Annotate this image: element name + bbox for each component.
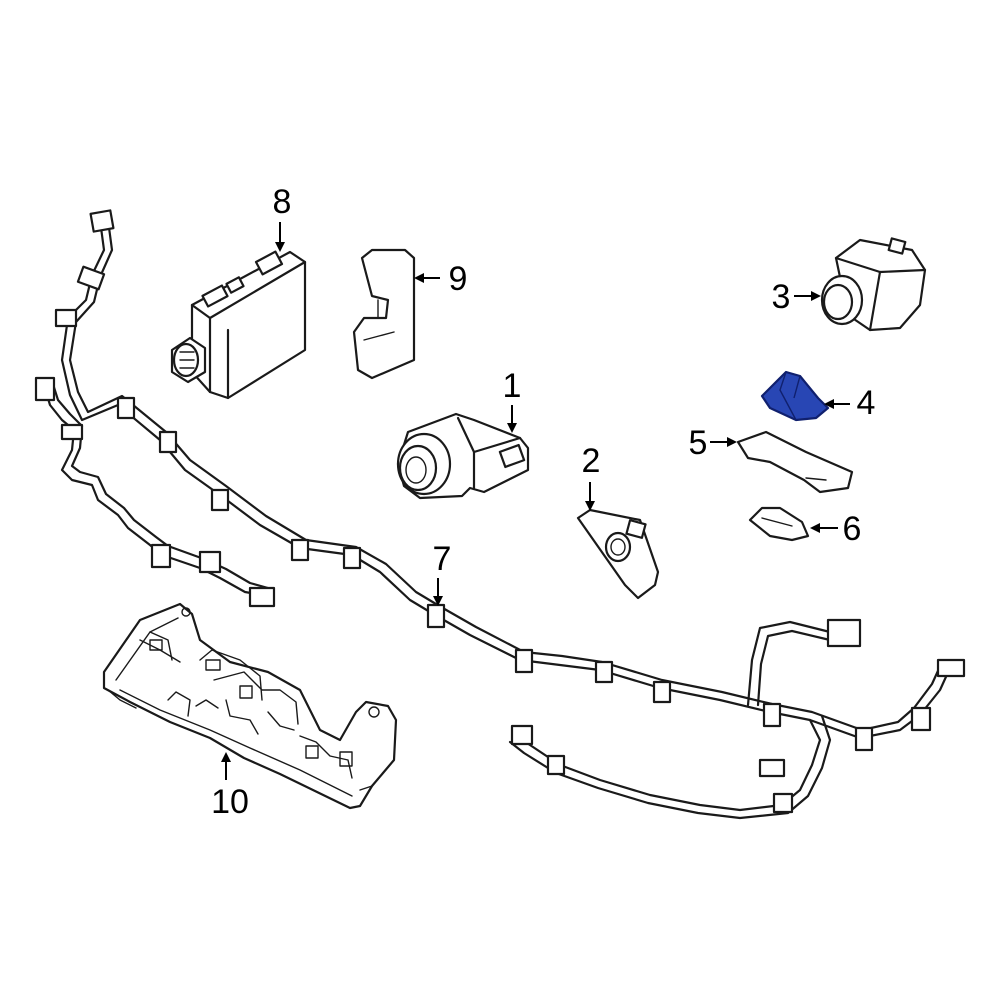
- wiring-harness-part-7[interactable]: [34, 209, 966, 820]
- callout-9: 9: [449, 260, 468, 298]
- callout-3: 3: [772, 278, 791, 316]
- callout-arrows: [221, 222, 850, 780]
- control-module-part-8[interactable]: [170, 250, 307, 400]
- callout-8: 8: [273, 183, 292, 221]
- sensor-cover-part-4-highlighted[interactable]: [760, 370, 830, 422]
- callout-5: 5: [689, 424, 708, 462]
- parking-sensor-part-1[interactable]: [396, 412, 530, 500]
- callout-6: 6: [843, 510, 862, 548]
- callout-4: 4: [857, 384, 876, 422]
- bracket-part-6[interactable]: [748, 506, 810, 542]
- callout-1: 1: [503, 367, 522, 405]
- callout-2: 2: [582, 442, 601, 480]
- bumper-bracket-part-10[interactable]: [102, 602, 398, 810]
- bracket-part-9[interactable]: [352, 248, 416, 380]
- retainer-part-5[interactable]: [736, 430, 854, 494]
- sensor-holder-part-2[interactable]: [576, 508, 660, 600]
- camera-part-3[interactable]: [820, 237, 927, 332]
- callout-10: 10: [211, 783, 249, 821]
- callout-7: 7: [433, 540, 452, 578]
